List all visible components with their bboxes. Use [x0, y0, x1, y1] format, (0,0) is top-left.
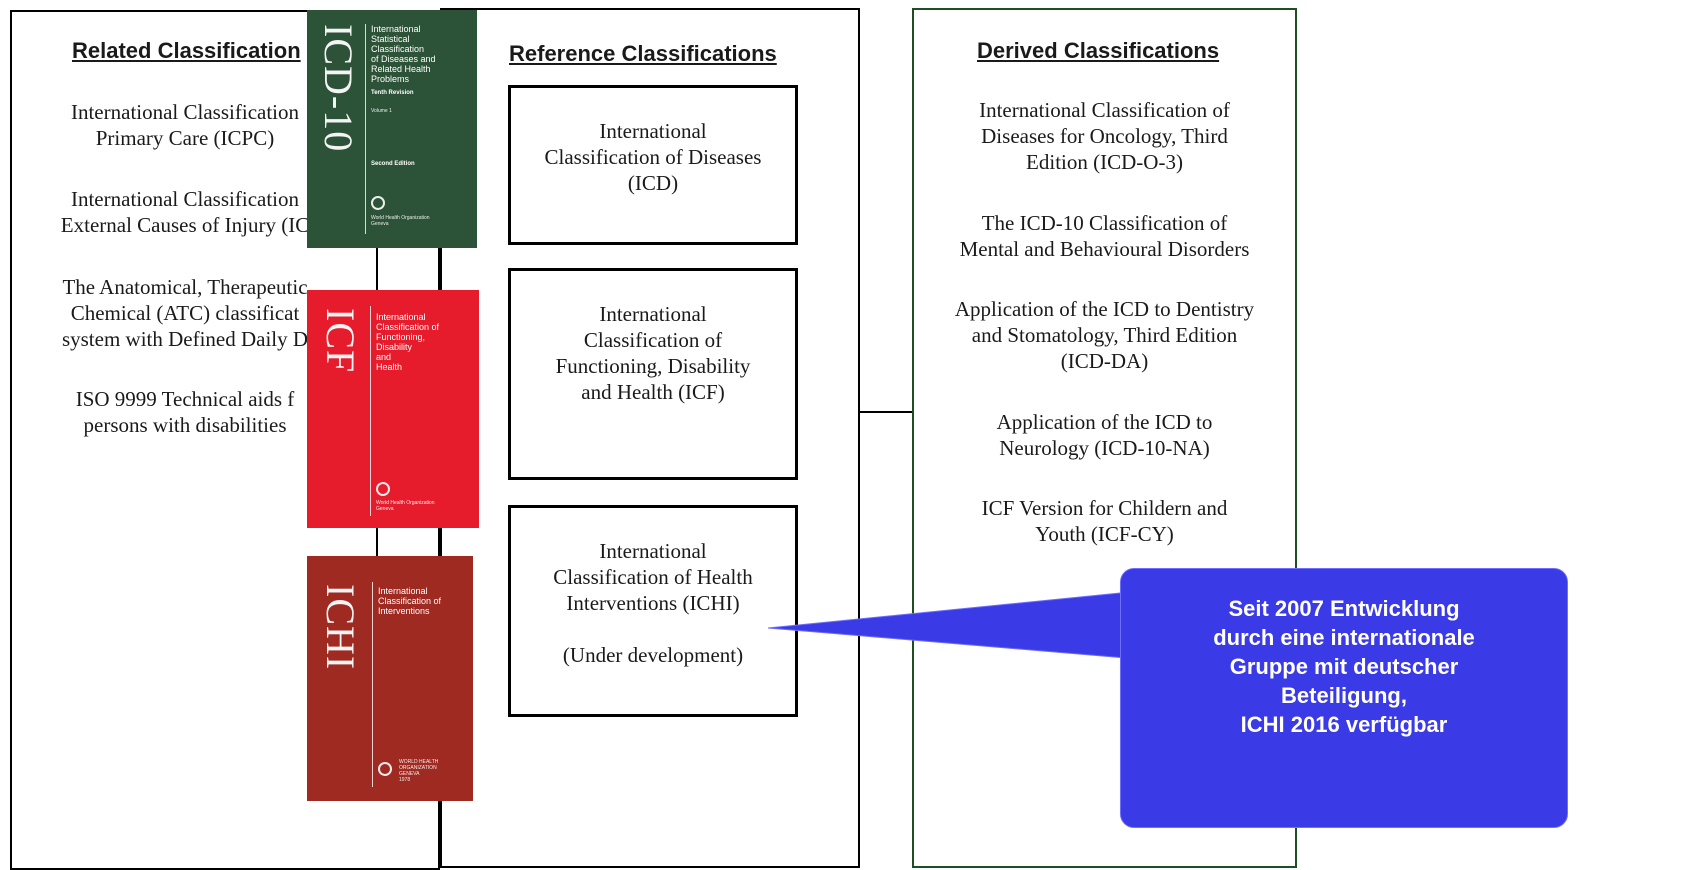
callout-bubble: [1120, 568, 1568, 828]
book-subtitle: International Classification of Interven…: [378, 586, 442, 616]
reference-box-label: International Classification of Health I…: [553, 539, 753, 667]
reference-box-label: International Classification of Function…: [555, 302, 751, 404]
who-emblem-icon: [378, 762, 392, 776]
book-publisher: World Health Organization Geneva: [376, 500, 435, 512]
connector-reference-to-derived: [860, 411, 912, 413]
callout-pointer-shape: [767, 589, 1151, 661]
book-title: ICHI: [318, 584, 363, 671]
icd-10-book-cover: ICD-10 International Statistical Classif…: [307, 10, 477, 248]
reference-box-ichi: International Classification of Health I…: [508, 505, 798, 717]
reference-box-icf: International Classification of Function…: [508, 268, 798, 480]
reference-box-label: International Classification of Diseases…: [544, 119, 762, 195]
book-publisher: World Health Organization Geneva: [371, 215, 430, 227]
connector-line-right: [440, 528, 442, 556]
book-title: ICF: [318, 308, 363, 374]
connector-line-left: [376, 248, 378, 290]
book-revision: Tenth Revision: [371, 90, 414, 96]
derived-item-icd-10-na: Application of the ICD to Neurology (ICD…: [996, 410, 1213, 460]
book-title: ICD-10: [316, 24, 361, 153]
derived-item-icd-o-3: International Classification of Diseases…: [979, 98, 1230, 174]
connector-line-left: [376, 528, 378, 556]
derived-heading: Derived Classifications: [977, 38, 1220, 63]
related-item-iso9999: ISO 9999 Technical aids f persons with d…: [75, 387, 295, 437]
ichi-book-cover: ICHI International Classification of Int…: [307, 556, 473, 801]
derived-item-mental-disorders: The ICD-10 Classification of Mental and …: [959, 211, 1250, 261]
related-item-external-causes: International Classification External Ca…: [60, 187, 310, 237]
who-emblem-icon: [376, 482, 390, 496]
connector-line-right: [440, 248, 442, 290]
book-divider: [372, 582, 373, 787]
reference-box-icd: International Classification of Diseases…: [508, 85, 798, 245]
derived-item-icf-cy: ICF Version for Childern and Youth (ICF-…: [981, 496, 1228, 546]
book-subtitle: International Classification of Function…: [376, 312, 440, 372]
related-item-atc: The Anatomical, Therapeutic Chemical (AT…: [61, 275, 309, 351]
who-emblem-icon: [371, 196, 385, 210]
book-publisher: WORLD HEALTH ORGANIZATION GENEVA 1978: [399, 759, 439, 783]
callout-text: Seit 2007 Entwicklung durch eine interna…: [1213, 596, 1475, 737]
book-volume: Volume 1: [371, 108, 392, 114]
book-subtitle: International Statistical Classification…: [371, 24, 436, 84]
related-heading: Related Classification: [72, 38, 301, 63]
icf-book-cover: ICF International Classification of Func…: [307, 290, 479, 528]
book-divider: [365, 24, 366, 234]
reference-heading: Reference Classifications: [509, 41, 777, 66]
derived-item-icd-da: Application of the ICD to Dentistry and …: [954, 297, 1255, 373]
book-edition: Second Edition: [371, 161, 415, 167]
related-item-icpc: International Classification Primary Car…: [70, 100, 300, 150]
book-divider: [370, 306, 371, 516]
